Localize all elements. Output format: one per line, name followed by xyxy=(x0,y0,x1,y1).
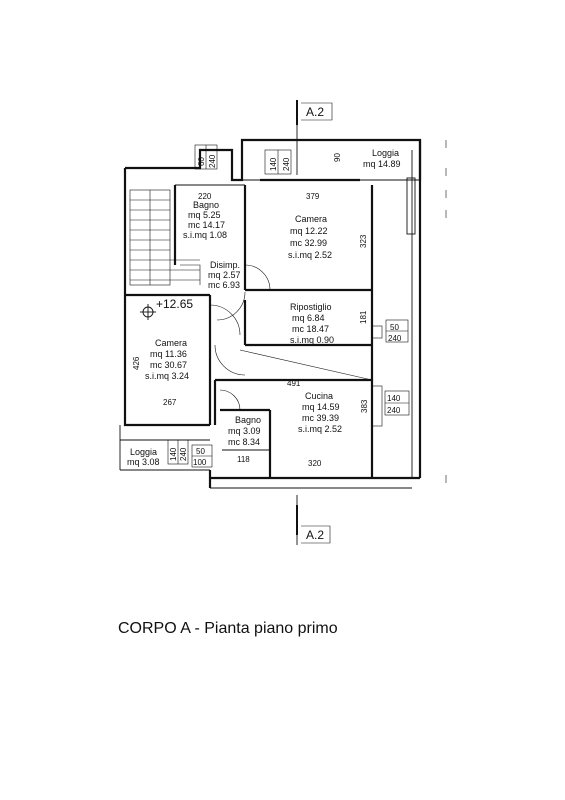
dim-379: 379 xyxy=(306,192,320,201)
window-140a: 140 xyxy=(269,157,278,171)
room-name: Loggia xyxy=(372,148,399,158)
room-bagno-bottom: Bagno mq 3.09 mc 8.34 xyxy=(228,415,261,447)
door-swings xyxy=(209,264,271,411)
dim-220: 220 xyxy=(198,192,212,201)
room-area: mq 6.84 xyxy=(292,313,325,323)
room-area: mq 12.22 xyxy=(290,226,328,236)
window-tags: 60 240 140 240 50 240 140 240 140 240 50… xyxy=(167,144,410,468)
dimensions: 220 379 323 181 426 267 491 383 320 118 … xyxy=(132,153,369,468)
room-ripostiglio: Ripostiglio mq 6.84 mc 18.47 s.i.mq 0.90 xyxy=(290,302,334,345)
section-cut-line xyxy=(296,100,333,545)
window-100: 100 xyxy=(193,458,207,467)
room-disimp: Disimp. mq 2.57 mc 6.93 xyxy=(208,260,241,290)
level-marker xyxy=(140,304,156,320)
room-window: s.i.mq 2.52 xyxy=(298,424,342,434)
dim-320: 320 xyxy=(308,459,322,468)
room-name: Bagno xyxy=(235,415,261,425)
room-camera-ne: Camera mq 12.22 mc 32.99 s.i.mq 2.52 xyxy=(288,214,332,260)
dim-383: 383 xyxy=(360,399,369,413)
room-window: s.i.mq 1.08 xyxy=(183,230,227,240)
dim-491: 491 xyxy=(287,379,301,388)
section-label-bottom: A.2 xyxy=(306,528,324,542)
room-bagno-top: Bagno mq 5.25 mc 14.17 s.i.mq 1.08 xyxy=(183,200,227,240)
window-240a: 240 xyxy=(208,154,217,168)
section-label-top: A.2 xyxy=(306,105,324,119)
window-240b: 240 xyxy=(282,157,291,171)
room-window: s.i.mq 2.52 xyxy=(288,250,332,260)
room-window: s.i.mq 0.90 xyxy=(290,335,334,345)
room-name: Camera xyxy=(295,214,327,224)
room-area: mq 5.25 xyxy=(188,210,221,220)
room-area: mq 11.36 xyxy=(150,349,187,359)
room-volume: mc 18.47 xyxy=(292,324,329,334)
window-140b: 140 xyxy=(387,394,401,403)
room-cucina: Cucina mq 14.59 mc 39.39 s.i.mq 2.52 xyxy=(298,391,342,434)
room-loggia-ne: Loggia mq 14.89 xyxy=(363,148,401,169)
room-area: mq 14.59 xyxy=(302,402,340,412)
outer-walls xyxy=(119,138,422,489)
room-volume: mc 14.17 xyxy=(188,220,225,230)
room-volume: mc 6.93 xyxy=(208,280,240,290)
room-area: mq 2.57 xyxy=(208,270,241,280)
dim-90: 90 xyxy=(333,153,342,162)
room-volume: mc 8.34 xyxy=(228,437,260,447)
room-volume: mc 30.67 xyxy=(150,360,187,370)
level-value: +12.65 xyxy=(156,297,193,311)
room-name: Bagno xyxy=(193,200,219,210)
dim-118: 118 xyxy=(237,455,250,464)
window-50b: 50 xyxy=(196,447,205,456)
room-area: mq 14.89 xyxy=(363,159,401,169)
window-240d: 240 xyxy=(387,406,401,415)
staircase xyxy=(129,189,201,286)
room-area: mq 3.08 xyxy=(127,457,160,467)
window-240c: 240 xyxy=(388,334,402,343)
room-name: Cucina xyxy=(305,391,333,401)
dim-267: 267 xyxy=(163,398,177,407)
window-60: 60 xyxy=(197,157,206,166)
room-volume: mc 39.39 xyxy=(302,413,339,423)
dim-181: 181 xyxy=(359,310,368,324)
room-window: s.i.mq 3.24 xyxy=(145,371,189,381)
room-name: Disimp. xyxy=(210,260,240,270)
room-volume: mc 32.99 xyxy=(290,238,327,248)
drawing-caption: CORPO A - Pianta piano primo xyxy=(118,620,338,637)
room-area: mq 3.09 xyxy=(228,426,261,436)
dim-323: 323 xyxy=(359,234,368,248)
room-camera-w: Camera mq 11.36 mc 30.67 s.i.mq 3.24 xyxy=(145,338,189,381)
dim-426: 426 xyxy=(132,356,141,370)
room-name: Camera xyxy=(155,338,187,348)
room-name: Loggia xyxy=(130,447,157,457)
window-140c: 140 xyxy=(169,447,178,461)
window-240e: 240 xyxy=(179,447,188,461)
room-name: Ripostiglio xyxy=(290,302,332,312)
window-50a: 50 xyxy=(390,323,399,332)
room-loggia-sw: Loggia mq 3.08 xyxy=(127,447,160,467)
